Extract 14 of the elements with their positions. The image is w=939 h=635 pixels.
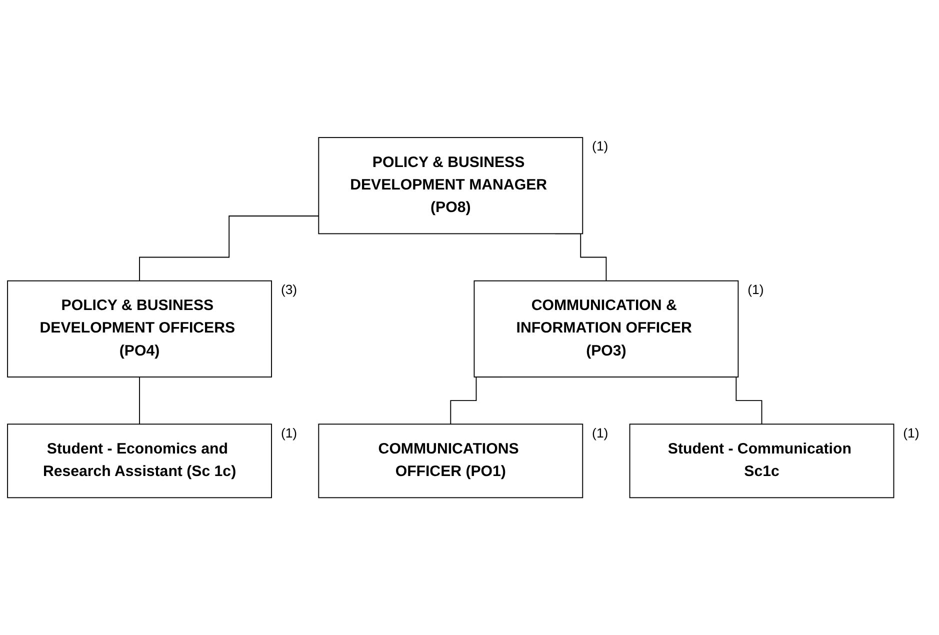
node-box: COMMUNICATIONS OFFICER (PO1) xyxy=(318,424,584,498)
connector xyxy=(139,376,140,424)
node-box: POLICY & BUSINESS DEVELOPMENT MANAGER (PO8) xyxy=(318,136,584,234)
count-note: (1) xyxy=(903,425,920,440)
node-box: POLICY & BUSINESS DEVELOPMENT OFFICERS (PO4) xyxy=(7,280,272,378)
node-box: Student - Communication Sc1c xyxy=(629,424,894,498)
count-note: (1) xyxy=(280,425,298,440)
count-note: (1) xyxy=(592,425,608,440)
count-note: (1) xyxy=(592,138,608,154)
count-note: (3) xyxy=(280,282,298,297)
node-box: Student - Economics and Research Assistant (Sc 1c) xyxy=(7,424,272,498)
node-box: COMMUNICATION & INFORMATION OFFICER (PO3) xyxy=(474,280,739,378)
count-note: (1) xyxy=(748,282,764,297)
connector xyxy=(139,215,320,282)
